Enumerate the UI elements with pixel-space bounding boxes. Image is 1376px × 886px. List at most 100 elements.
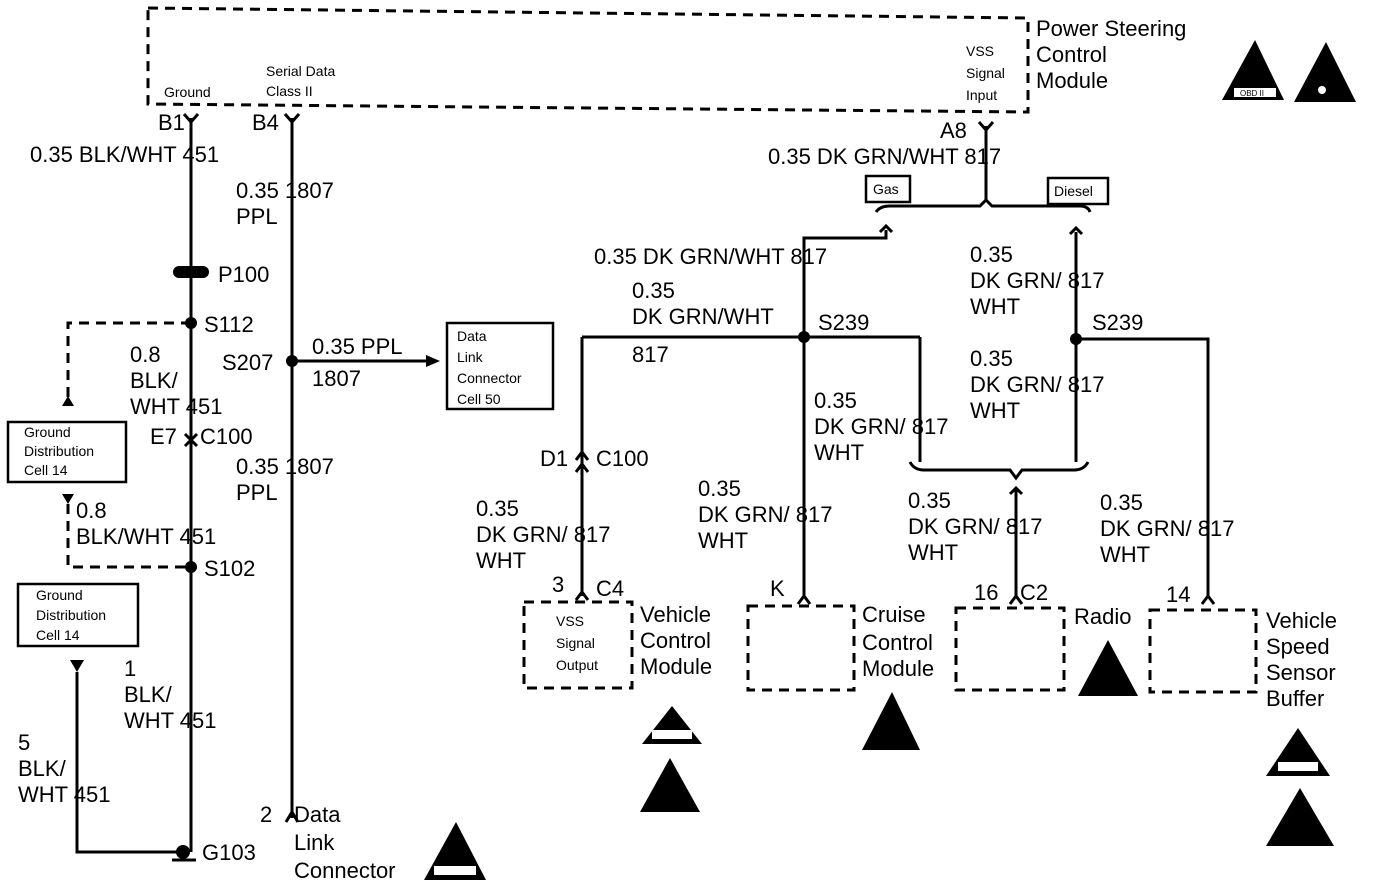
wire-817-ccm-3: WHT: [698, 528, 748, 553]
gd1-line2: Distribution: [24, 443, 94, 459]
psm-title-1: Power Steering: [1036, 16, 1186, 41]
gd2-line1: Ground: [36, 587, 83, 603]
power-steering-module: Power Steering Control Module Ground Ser…: [146, 6, 1186, 114]
vcm-title-1: Vehicle: [640, 602, 711, 627]
wire-451-1-1: 1: [124, 656, 136, 681]
wire-451-5-1: 5: [18, 730, 30, 755]
wire-817-buf-3: WHT: [1100, 542, 1150, 567]
dlc-cell-1: Data: [457, 328, 487, 344]
dlc-cell-3: Connector: [457, 370, 522, 386]
wire-451-top: 0.35 BLK/WHT 451: [30, 142, 219, 167]
pin-e7: E7: [150, 424, 177, 449]
ccm-title-1: Cruise: [862, 602, 926, 627]
cruise-control-module: Cruise Control Module: [746, 602, 934, 750]
buf-title-1: Vehicle: [1266, 608, 1337, 633]
option-diesel: Diesel: [1054, 183, 1093, 199]
wire-451-08b-2: BLK/WHT 451: [76, 524, 216, 549]
wire-817-buf-1: 0.35: [1100, 490, 1143, 515]
psm-title-3: Module: [1036, 68, 1108, 93]
dlc-cell-2: Link: [457, 349, 484, 365]
wire-817-diesel2-2: DK GRN/ 817: [970, 372, 1105, 397]
wire-451-08a-2: BLK/: [130, 368, 179, 393]
wire-817-top: 0.35 DK GRN/WHT 817: [768, 144, 1001, 169]
wire-1807b-2: PPL: [236, 480, 278, 505]
gd2-line3: Cell 14: [36, 627, 80, 643]
wire-451-5-2: BLK/: [18, 756, 67, 781]
splice-s239-b: S239: [1092, 310, 1143, 335]
wire-817-mid-1: 0.35: [814, 388, 857, 413]
dlc-title-1: Data: [294, 802, 341, 827]
pin-label-serial-2: Class II: [266, 83, 313, 99]
vcm-inner-3: Output: [556, 657, 598, 673]
wire-1807c-2: 1807: [312, 366, 361, 391]
obd-ii-icon: OBD II: [1222, 40, 1284, 100]
wire-817-vcm-2: DK GRN/ 817: [476, 522, 611, 547]
vehicle-control-module: VSS Signal Output Vehicle Control Module: [522, 600, 712, 812]
wire-817-ccm-2: DK GRN/ 817: [698, 502, 833, 527]
wire-817-left-1: 0.35: [632, 278, 675, 303]
splice-s102: S102: [204, 556, 255, 581]
pin-b1: B1: [158, 110, 185, 135]
pin-b4: B4: [252, 110, 279, 135]
wire-817-buf-2: DK GRN/ 817: [1100, 516, 1235, 541]
radio-title: Radio: [1074, 604, 1131, 629]
radio-module: Radio: [954, 604, 1138, 696]
pin-14: 14: [1166, 582, 1190, 607]
vcm-inner-2: Signal: [556, 635, 595, 651]
splice-s207: S207: [222, 350, 273, 375]
pin-2: 2: [260, 802, 272, 827]
pin-label-vss-2: Signal: [966, 65, 1005, 81]
wire-451-08a-3: WHT 451: [130, 394, 223, 419]
wire-817-diesel2-1: 0.35: [970, 346, 1013, 371]
wire-817-radio-3: WHT: [908, 540, 958, 565]
ccm-title-2: Control: [862, 630, 933, 655]
dlc-cell-4: Cell 50: [457, 391, 501, 407]
option-gas: Gas: [873, 181, 899, 197]
wire-817-radio-1: 0.35: [908, 488, 951, 513]
wire-451-1-2: BLK/: [124, 682, 173, 707]
pin-label-serial-1: Serial Data: [266, 63, 335, 79]
connector-c100-right: C100: [596, 446, 649, 471]
ground-circuit-451: B1 0.35 BLK/WHT 451 P100 S112 0.8 BLK/ W…: [30, 110, 269, 865]
wire-817-left-2: DK GRN/WHT: [632, 304, 774, 329]
splice-s112: S112: [204, 312, 254, 337]
connector-c2: C2: [1020, 580, 1048, 605]
dlc-title-2: Link: [294, 830, 335, 855]
obd-label: OBD II: [1240, 89, 1264, 98]
vss-buffer-module: Vehicle Speed Sensor Buffer: [1148, 608, 1337, 846]
wire-1807a-1: 0.35 1807: [236, 178, 334, 203]
vcm-title-3: Module: [640, 654, 712, 679]
wire-817-diesel2-3: WHT: [970, 398, 1020, 423]
wire-817-left-3: 817: [632, 342, 669, 367]
buf-title-3: Sensor: [1266, 660, 1336, 685]
buf-title-4: Buffer: [1266, 686, 1324, 711]
wire-817-vcm-1: 0.35: [476, 496, 519, 521]
wire-817-diesel-3: WHT: [970, 294, 1020, 319]
wire-451-08b-1: 0.8: [76, 498, 107, 523]
ground-distribution-refs: Ground Distribution Cell 14 Ground Distr…: [6, 321, 191, 854]
pin-3: 3: [552, 572, 564, 597]
ground-g103: G103: [202, 840, 256, 865]
psm-title-2: Control: [1036, 42, 1107, 67]
pin-k: K: [770, 576, 785, 601]
wire-817-mid-2: DK GRN/ 817: [814, 414, 949, 439]
wire-451-1-3: WHT 451: [124, 708, 217, 733]
dlc-title-3: Connector: [294, 858, 396, 883]
pin-16: 16: [974, 580, 998, 605]
splice-s239-a: S239: [818, 310, 869, 335]
wire-817-ccm-1: 0.35: [698, 476, 741, 501]
vcm-title-2: Control: [640, 628, 711, 653]
gd2-line2: Distribution: [36, 607, 106, 623]
connector-c4: C4: [596, 576, 624, 601]
vcm-inner-1: VSS: [556, 613, 584, 629]
ccm-title-3: Module: [862, 656, 934, 681]
buf-title-2: Speed: [1266, 634, 1330, 659]
gd1-line1: Ground: [24, 424, 71, 440]
pin-label-vss-1: VSS: [966, 43, 994, 59]
wire-817-diesel-2: DK GRN/ 817: [970, 268, 1105, 293]
serial-data-circuit-1807: B4 0.35 1807 PPL S207 0.35 PPL 1807 Data…: [222, 110, 555, 883]
connector-c100-left: C100: [200, 424, 253, 449]
wire-817-diesel-1: 0.35: [970, 242, 1013, 267]
pin-label-ground: Ground: [164, 84, 211, 100]
